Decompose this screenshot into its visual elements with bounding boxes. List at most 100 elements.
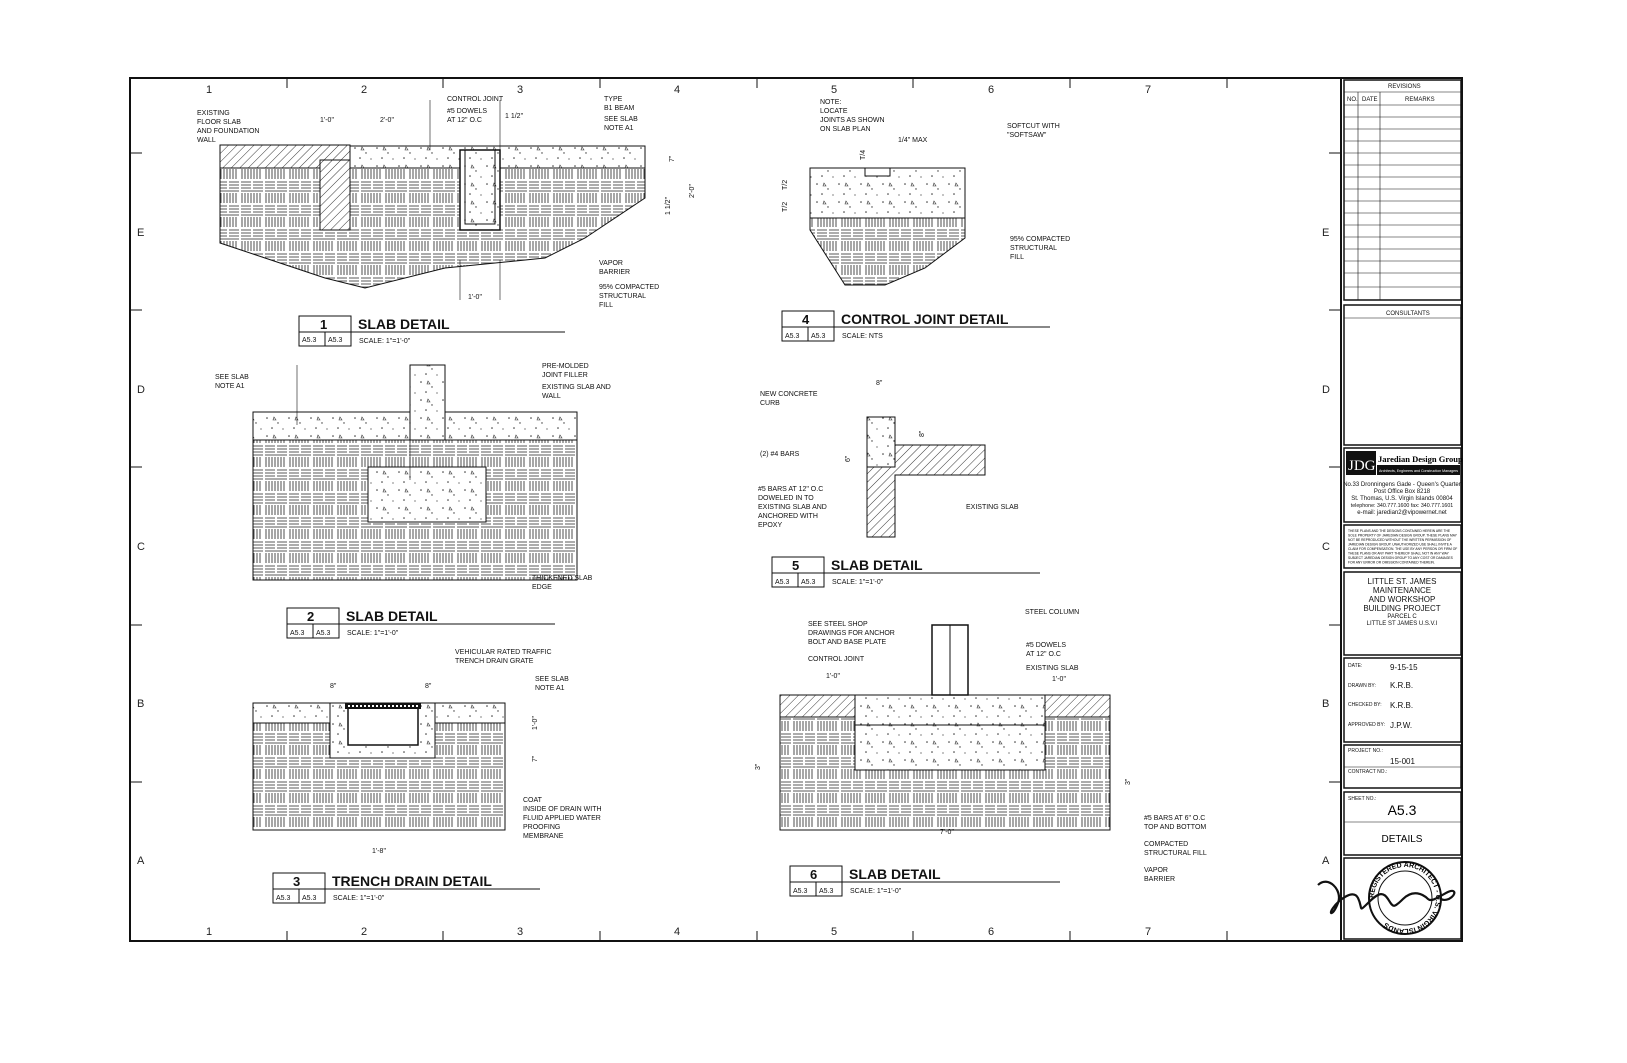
svg-text:J.P.W.: J.P.W. — [1390, 721, 1412, 730]
svg-text:EXISTING SLAB AND: EXISTING SLAB AND — [758, 504, 827, 511]
svg-text:FOR ANY ERROR OR OMISSION CONT: FOR ANY ERROR OR OMISSION CONTAINED THER… — [1348, 561, 1435, 565]
svg-text:3: 3 — [293, 874, 300, 889]
svg-text:e-mail: jaredian2@vipowernet.n: e-mail: jaredian2@vipowernet.net — [1357, 510, 1447, 516]
svg-text:EDGE: EDGE — [532, 584, 552, 591]
svg-text:5: 5 — [831, 926, 837, 938]
svg-text:1'-0": 1'-0" — [826, 673, 840, 680]
svg-text:AT 12" O.C: AT 12" O.C — [1026, 651, 1061, 658]
project-name: LITTLE ST. JAMES MAINTENANCE AND WORKSHO… — [1343, 571, 1462, 656]
sheet-number: SHEET NO.: A5.3 DETAILS — [1343, 791, 1462, 856]
svg-text:1'-0": 1'-0" — [532, 716, 539, 730]
svg-text:St. Thomas, U.S. Virgin Island: St. Thomas, U.S. Virgin Islands 00804 — [1351, 496, 1453, 502]
svg-text:THESE PLANS AND THE DESIGNS CO: THESE PLANS AND THE DESIGNS CONTAINED HE… — [1348, 529, 1451, 533]
svg-text:2'-0": 2'-0" — [380, 117, 394, 124]
svg-text:2: 2 — [361, 84, 367, 96]
svg-text:1: 1 — [206, 84, 212, 96]
svg-text:INSIDE OF DRAIN WITH: INSIDE OF DRAIN WITH — [523, 806, 602, 813]
svg-text:7: 7 — [1145, 84, 1151, 96]
svg-text:SEE SLAB: SEE SLAB — [215, 374, 249, 381]
svg-text:BOLT AND BASE PLATE: BOLT AND BASE PLATE — [808, 639, 887, 646]
svg-text:#5 DOWELS: #5 DOWELS — [447, 108, 487, 115]
project-number: PROJECT NO.: 15-001 CONTRACT NO.: — [1343, 744, 1462, 789]
svg-text:B: B — [137, 698, 144, 710]
svg-text:PARCEL C: PARCEL C — [1387, 614, 1417, 620]
svg-text:No.33 Dronningens Gade - Queen: No.33 Dronningens Gade - Queen's Quarter — [1343, 482, 1461, 488]
svg-text:LITTLE ST JAMES U.S.V.I: LITTLE ST JAMES U.S.V.I — [1367, 621, 1438, 627]
svg-text:DRAWN BY:: DRAWN BY: — [1348, 683, 1376, 689]
svg-text:ANCHORED WITH: ANCHORED WITH — [758, 513, 818, 520]
svg-text:NOT BE REPRODUCED WITHOUT THE: NOT BE REPRODUCED WITHOUT THE WRITTEN PE… — [1348, 538, 1451, 542]
svg-text:REMARKS: REMARKS — [1405, 97, 1435, 103]
svg-text:SEE SLAB: SEE SLAB — [535, 676, 569, 683]
svg-text:CURB: CURB — [760, 400, 780, 407]
svg-text:VEHICULAR RATED TRAFFIC: VEHICULAR RATED TRAFFIC — [455, 649, 552, 656]
svg-text:4: 4 — [802, 312, 810, 327]
svg-text:SCALE: NTS: SCALE: NTS — [842, 333, 883, 340]
svg-text:VAPOR: VAPOR — [599, 260, 623, 267]
svg-text:Architects, Engineers and Cons: Architects, Engineers and Construction M… — [1379, 469, 1458, 473]
svg-text:5: 5 — [792, 558, 799, 573]
svg-text:3": 3" — [755, 763, 762, 770]
svg-text:STRUCTURAL: STRUCTURAL — [1010, 245, 1057, 252]
svg-text:telephone: 340.777.1600 fax: 3: telephone: 340.777.1600 fax: 340.777.160… — [1351, 503, 1454, 509]
svg-text:T/4: T/4 — [860, 150, 867, 160]
svg-text:K.R.B.: K.R.B. — [1390, 701, 1413, 710]
svg-text:JOINTS AS SHOWN: JOINTS AS SHOWN — [820, 117, 885, 124]
svg-text:A5.3: A5.3 — [819, 888, 834, 895]
svg-text:4: 4 — [674, 84, 680, 96]
drawing-info: DATE:9-15-15 DRAWN BY:K.R.B. CHECKED BY:… — [1343, 657, 1462, 743]
svg-text:COAT: COAT — [523, 797, 543, 804]
svg-text:TOP AND BOTTOM: TOP AND BOTTOM — [1144, 824, 1206, 831]
svg-text:B: B — [1322, 698, 1329, 710]
svg-text:7: 7 — [1145, 926, 1151, 938]
svg-text:2: 2 — [361, 926, 367, 938]
svg-text:A5.3: A5.3 — [811, 333, 826, 340]
svg-text:A5.3: A5.3 — [276, 895, 291, 902]
svg-text:SCALE: 1"=1'-0": SCALE: 1"=1'-0" — [850, 888, 902, 895]
svg-text:CONTROL JOINT DETAIL: CONTROL JOINT DETAIL — [841, 311, 1009, 327]
svg-text:JAREDIAN DESIGN GROUP. UNAUTHO: JAREDIAN DESIGN GROUP. UNAUTHORIZED USE … — [1348, 543, 1453, 547]
firm-logo: JDG — [1348, 458, 1376, 474]
svg-text:BARRIER: BARRIER — [1144, 876, 1175, 883]
svg-text:NOTE:: NOTE: — [820, 99, 841, 106]
svg-text:COMPACTED: COMPACTED — [1144, 841, 1188, 848]
svg-text:A5.3: A5.3 — [290, 630, 305, 637]
grid-ticks — [130, 78, 1341, 941]
svg-text:1/4" MAX: 1/4" MAX — [898, 137, 928, 144]
svg-text:AT 12" O.C: AT 12" O.C — [447, 117, 482, 124]
svg-text:A5.3: A5.3 — [785, 333, 800, 340]
svg-text:CONTROL JOINT: CONTROL JOINT — [808, 656, 865, 663]
svg-text:A5.3: A5.3 — [302, 337, 317, 344]
svg-text:EXISTING SLAB AND: EXISTING SLAB AND — [542, 384, 611, 391]
svg-text:TRENCH DRAIN DETAIL: TRENCH DRAIN DETAIL — [332, 873, 492, 889]
svg-text:MEMBRANE: MEMBRANE — [523, 833, 564, 840]
signature — [1317, 880, 1456, 915]
svg-text:A: A — [137, 855, 145, 867]
svg-text:CONTROL JOINT: CONTROL JOINT — [447, 96, 504, 103]
svg-text:EXISTING SLAB: EXISTING SLAB — [1026, 665, 1079, 672]
svg-text:FILL: FILL — [599, 302, 613, 309]
svg-text:6: 6 — [988, 84, 994, 96]
svg-text:LOCATE: LOCATE — [820, 108, 848, 115]
svg-text:1 1/2": 1 1/2" — [665, 196, 672, 215]
svg-text:SUBJECT JAREDIAN DESIGN GROUP: SUBJECT JAREDIAN DESIGN GROUP TO ANY COS… — [1348, 556, 1454, 560]
svg-text:2'-0": 2'-0" — [689, 184, 696, 198]
svg-text:NO.: NO. — [1347, 97, 1358, 103]
svg-text:SCALE: 1"=1'-0": SCALE: 1"=1'-0" — [359, 338, 411, 345]
svg-text:BUILDING PROJECT: BUILDING PROJECT — [1363, 604, 1440, 613]
svg-text:SLAB DETAIL: SLAB DETAIL — [849, 866, 941, 882]
svg-text:APPROVED BY:: APPROVED BY: — [1348, 722, 1385, 728]
svg-text:SOFTCUT WITH: SOFTCUT WITH — [1007, 123, 1060, 130]
svg-text:D: D — [137, 384, 145, 396]
svg-text:15-001: 15-001 — [1390, 757, 1415, 766]
svg-text:CHECKED BY:: CHECKED BY: — [1348, 702, 1382, 708]
